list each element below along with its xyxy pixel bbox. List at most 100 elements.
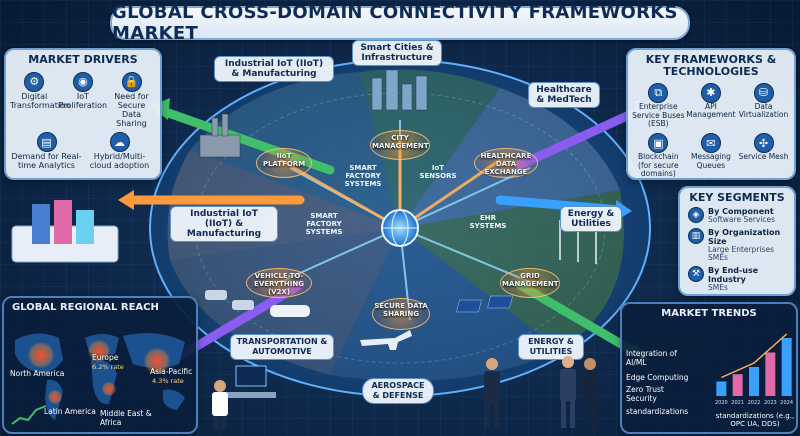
hotspot-north-america [28, 342, 54, 368]
segment-sub: Large Enterprises SMEs [708, 244, 774, 262]
trend-bar [749, 367, 759, 396]
framework-label: Data Virtualization [738, 101, 789, 119]
driver-item: 🔒 Need for Secure Data Sharing [107, 70, 156, 128]
domain-label-transport: TRANSPORTATION & AUTOMOTIVE [230, 334, 334, 360]
region-asia-rate: 4.3% rate [152, 377, 184, 385]
hotspot-latin-america [48, 390, 62, 404]
segment-head: By End-use Industry [708, 265, 759, 284]
hotspot-mea [102, 382, 116, 396]
sector-transport [170, 228, 400, 375]
trend-bar [765, 352, 776, 396]
mesh-icon: ✣ [753, 133, 774, 153]
region-middle-east: Middle East & Africa [100, 409, 152, 427]
key-segments-title: KEY SEGMENTS [689, 191, 785, 204]
hub-v2x [246, 268, 312, 298]
network-icon: ⧉ [648, 83, 669, 103]
region-north-america: North America [10, 369, 65, 378]
segment-head: By Organization Size [708, 227, 781, 246]
blockchain-icon: ▣ [648, 133, 669, 153]
trend-year-label: 2023 [764, 400, 777, 406]
region-europe: Europe [92, 353, 119, 362]
segment-item: ⚒ By End-use Industry SMEs [688, 265, 788, 293]
cloud-icon: ☁ [109, 132, 130, 152]
framework-item: ✣ Service Mesh [737, 132, 790, 179]
segment-sub: SMEs [708, 282, 728, 292]
wifi-icon: ◉ [72, 71, 93, 92]
key-frameworks-panel: KEY FRAMEWORKS & TECHNOLOGIES ⧉ Enterpri… [626, 48, 796, 180]
flow-label-smart-factory-top: SMART FACTORY SYSTEMS [344, 164, 382, 188]
regional-mini-chart [11, 405, 47, 425]
regional-title: GLOBAL REGIONAL REACH [12, 302, 159, 313]
framework-item: ⧉ Enterprise Service Buses (ESB) [632, 81, 685, 129]
trend-bar [781, 338, 792, 396]
driver-label: Demand for Real-time Analytics [11, 152, 82, 170]
building-icon: ▥ [688, 227, 704, 244]
segments-list: ◈ By Component Software Services ▥ By Or… [680, 204, 794, 292]
hub-iiot-platform-label: IIoT PLATFORM [262, 152, 306, 168]
trend-bar [732, 374, 743, 396]
segment-sub: Software Services [708, 215, 776, 224]
database-icon: ⛁ [753, 82, 774, 103]
domain-label-aerospace: AEROSPACE & DEFENSE [362, 378, 434, 404]
hub-grid [500, 268, 560, 298]
industry-icon: ⚒ [688, 265, 704, 282]
market-trends-panel: MARKET TRENDS Integration of AI/ML Edge … [620, 302, 798, 434]
page-title: GLOBAL CROSS-DOMAIN CONNECTIVITY FRAMEWO… [112, 2, 678, 44]
server-stack-illustration [11, 200, 119, 263]
hub-healthcare [474, 148, 538, 178]
people-illustration [484, 356, 598, 428]
segment-item: ◈ By Component Software Services [688, 207, 788, 225]
framework-item: ✱ API Management [685, 81, 738, 129]
driver-item: ▤ Demand for Real-time Analytics [10, 131, 83, 170]
hub-iiot-platform [256, 148, 312, 178]
domain-label-energy-bottom: ENERGY & UTILITIES [518, 334, 584, 360]
trend-item: standardizations [626, 407, 689, 416]
trend-item: Integration of AI/ML [626, 349, 677, 367]
api-icon: ✱ [700, 82, 721, 103]
hub-secure-sharing-label: SECURE DATA SHARING [374, 302, 428, 318]
trend-year-label: 2021 [731, 400, 744, 406]
regional-reach-panel: GLOBAL REGIONAL REACH North America Euro… [2, 296, 198, 434]
gear-icon: ⚙ [24, 71, 45, 92]
domain-label-industrial-mid: Industrial IoT (IIoT) & Manufacturing [170, 206, 278, 242]
hotspot-asia [144, 348, 170, 374]
framework-item: ⛁ Data Virtualization [737, 81, 790, 129]
hotspot-europe [88, 340, 110, 362]
framework-label: Blockchain (for secure domains) [638, 152, 679, 178]
frameworks-grid: ⧉ Enterprise Service Buses (ESB) ✱ API M… [628, 78, 794, 182]
domain-label-industrial-top: Industrial IoT (IIoT) & Manufacturing [214, 56, 334, 82]
driver-item: ⚙ Digital Transformation [10, 70, 71, 128]
analytics-icon: ▤ [36, 132, 57, 152]
framework-label: Messaging Queues [690, 152, 731, 170]
trend-item: Zero Trust Security [626, 385, 664, 403]
flow-label-iot-sensors: IoT SENSORS [419, 164, 457, 180]
market-trends-title: MARKET TRENDS [661, 308, 757, 319]
trend-year-label: 2020 [715, 400, 728, 406]
trend-year-label: 2022 [748, 400, 761, 406]
hub-healthcare-label: HEALTHCARE DATA EXCHANGE [480, 152, 532, 176]
region-latin-america: Latin America [44, 407, 96, 416]
drivers-grid: ⚙ Digital Transformation ◉ IoT Prolifera… [6, 66, 160, 173]
framework-item: ▣ Blockchain (for secure domains) [632, 132, 685, 179]
trend-year-label: 2024 [780, 400, 793, 406]
market-drivers-panel: MARKET DRIVERS ⚙ Digital Transformation … [4, 48, 162, 180]
driver-label: Digital Transformation [10, 91, 71, 110]
framework-label: Enterprise Service Buses (ESB) [632, 102, 685, 128]
driver-label: IoT Proliferation [58, 91, 108, 110]
hub-v2x-label: VEHICLE-TO-EVERYTHING (V2X) [254, 272, 304, 296]
segment-item: ▥ By Organization Size Large Enterprises… [688, 227, 788, 263]
title-banner: GLOBAL CROSS-DOMAIN CONNECTIVITY FRAMEWO… [110, 2, 690, 44]
driver-item: ☁ Hybrid/Multi-cloud adoption [83, 131, 156, 170]
trend-line [721, 333, 788, 379]
domain-label-smart-cities: Smart Cities & Infrastructure [352, 40, 442, 66]
hub-grid-label: GRID MANAGEMENT [502, 272, 559, 288]
trend-footer: standardizations (e.g., OPC UA, DDS) [715, 412, 795, 428]
workstation-illustration [212, 365, 276, 430]
queue-icon: ✉ [700, 133, 721, 153]
framework-label: API Management [686, 101, 736, 119]
domain-label-energy: Energy & Utilities [560, 206, 622, 232]
driver-label: Need for Secure Data Sharing [114, 91, 149, 128]
hub-city-management-label: CITY MANAGEMENT [372, 134, 429, 150]
region-asia-pacific: Asia-Pacific [150, 367, 193, 376]
